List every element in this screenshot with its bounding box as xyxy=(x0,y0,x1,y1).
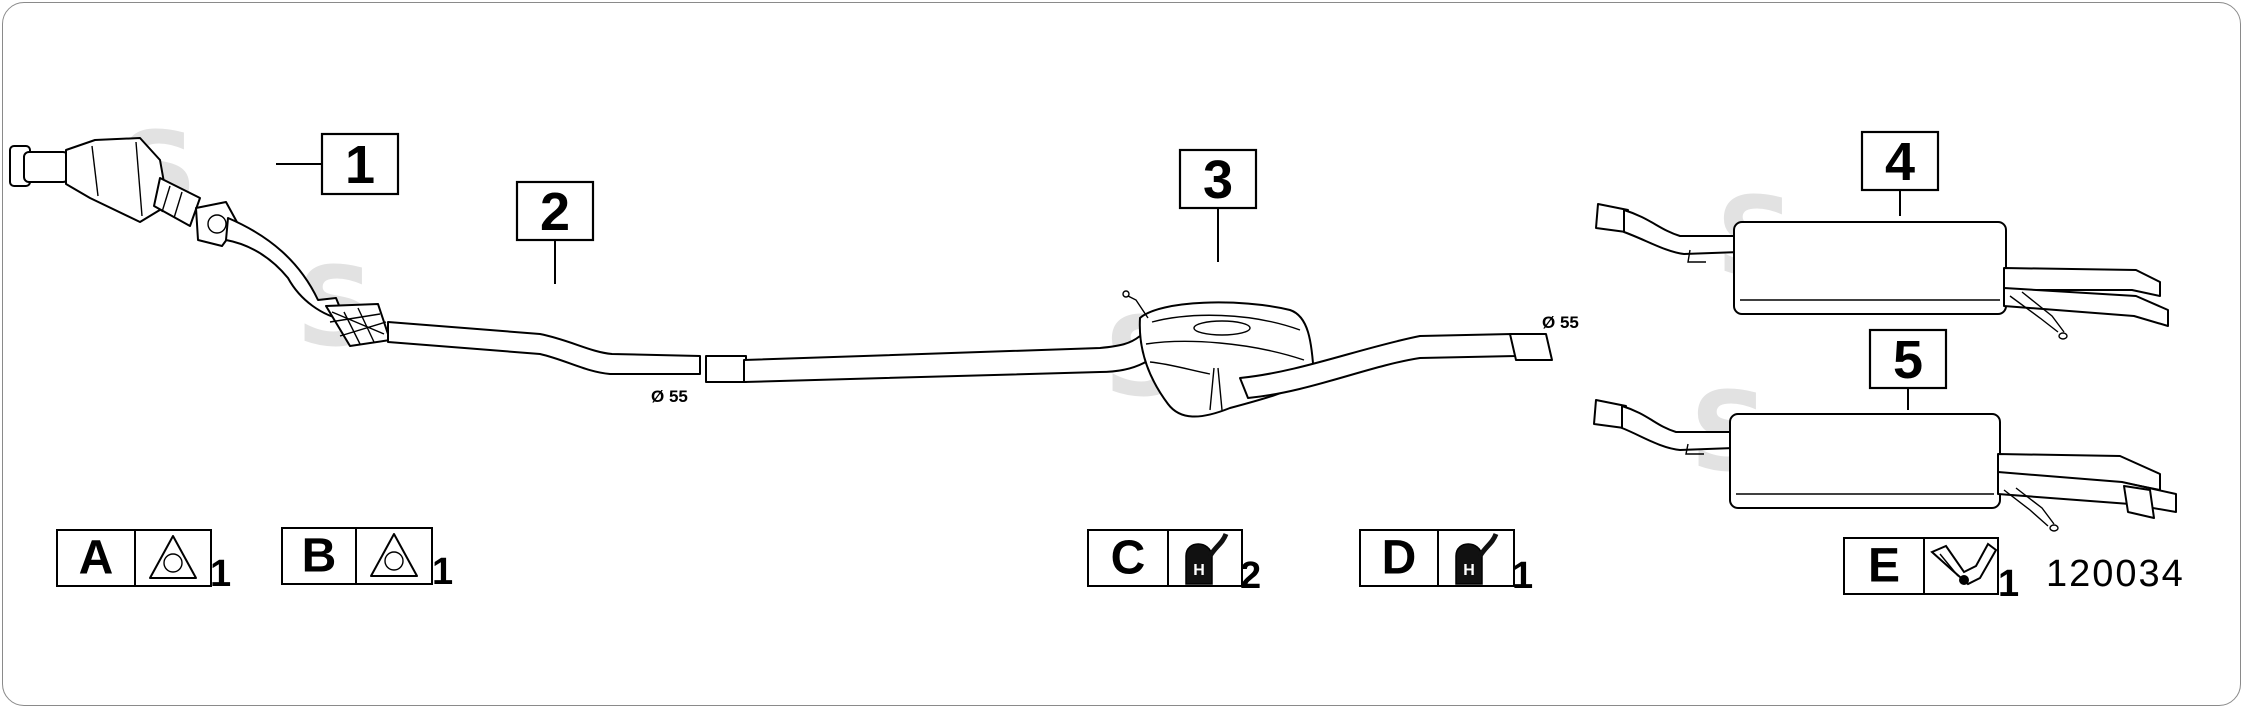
catalytic-converter-drawing xyxy=(9,137,391,347)
part-callout-3[interactable]: 3 xyxy=(1178,148,1258,262)
accessory-qty: 1 xyxy=(1512,555,1533,597)
accessory-c[interactable]: C H 2 xyxy=(1087,529,1261,597)
part-number-label: 4 xyxy=(1885,132,1915,192)
rubber-hanger-icon: H xyxy=(1455,532,1499,585)
rear-silencer-single-drawing xyxy=(1595,203,2169,340)
accessory-qty: 1 xyxy=(210,553,231,595)
accessory-letter: A xyxy=(79,532,114,585)
diameter-label-front-pipe: Ø 55 xyxy=(651,387,688,406)
part-callout-1[interactable]: 1 xyxy=(276,132,400,196)
part-number-label: 2 xyxy=(540,182,570,242)
rubber-hanger-icon: H xyxy=(1185,532,1229,585)
accessory-qty: 1 xyxy=(432,551,453,593)
accessory-qty: 2 xyxy=(1240,555,1261,597)
front-pipe-drawing xyxy=(387,321,701,375)
part-number-label: 1 xyxy=(345,135,375,195)
accessory-b[interactable]: B 1 xyxy=(281,527,453,593)
accessory-letter: C xyxy=(1111,532,1146,585)
diameter-label-tail-inlet: Ø 55 xyxy=(1542,313,1579,332)
accessory-letter: E xyxy=(1868,540,1900,593)
flange-gasket-icon xyxy=(149,535,197,579)
part-callout-5[interactable]: 5 xyxy=(1868,328,1948,410)
accessory-e[interactable]: E 1 xyxy=(1843,537,2019,605)
accessory-d[interactable]: D H 1 xyxy=(1359,529,1533,597)
reference-code: 120034 xyxy=(2046,553,2185,595)
svg-text:H: H xyxy=(1193,562,1205,579)
accessory-letter: B xyxy=(302,530,337,583)
part-callout-4[interactable]: 4 xyxy=(1860,130,1940,216)
svg-text:H: H xyxy=(1463,562,1475,579)
clamp-bracket-icon xyxy=(1930,542,1998,586)
flange-gasket-icon xyxy=(370,533,418,577)
part-callout-2[interactable]: 2 xyxy=(515,180,595,284)
rear-silencer-dual-drawing xyxy=(1593,399,2177,532)
accessory-a[interactable]: A 1 xyxy=(56,529,231,595)
part-number-label: 3 xyxy=(1203,150,1233,210)
part-number-label: 5 xyxy=(1893,330,1923,390)
accessory-qty: 1 xyxy=(1998,563,2019,605)
accessory-letter: D xyxy=(1382,532,1417,585)
centre-silencer-drawing xyxy=(705,290,1553,418)
